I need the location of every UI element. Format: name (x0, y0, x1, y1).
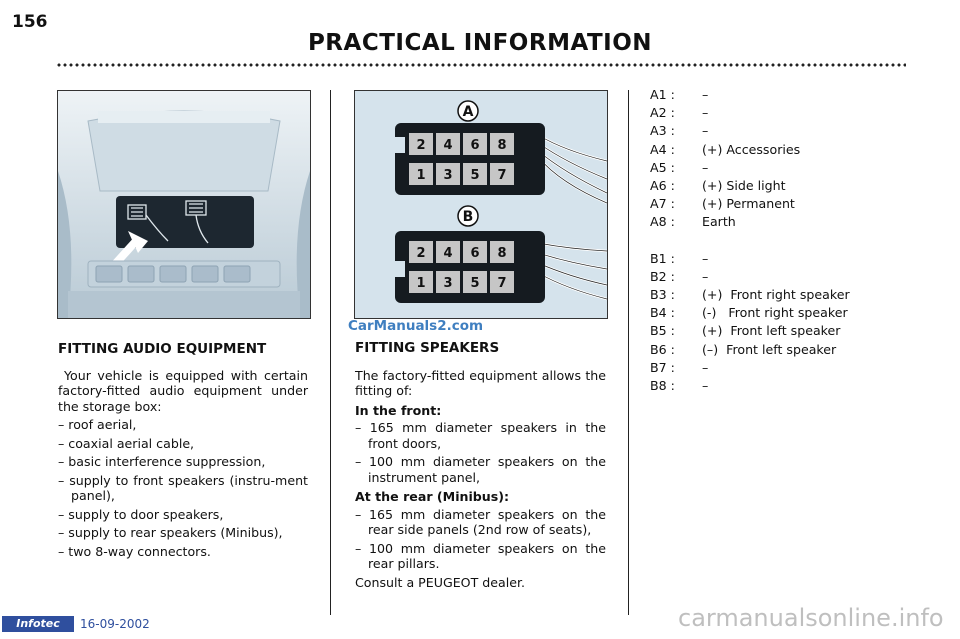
pin-row-b2: B2 :– (650, 268, 709, 284)
pin-row-a5: A5 :– (650, 159, 709, 175)
footer-date: 16-09-2002 (80, 617, 150, 631)
watermark-link[interactable]: CarManuals2.com (348, 318, 484, 334)
pin-row-b4: B4 :(-) Front right speaker (650, 305, 848, 321)
pin-row-a2: A2 :– (650, 105, 709, 121)
list-item: – roof aerial, (58, 417, 137, 432)
list-item: – supply to door speakers, (58, 506, 224, 522)
page-title: PRACTICAL INFORMATION (307, 30, 653, 56)
pin-assignment-list: A1 :– A2 :– A3 :– A4 :(+) Accessories A5… (650, 86, 950, 395)
rear-heading: At the rear (Minibus): (355, 489, 510, 504)
list-item: – supply to front speakers (instru-ment … (58, 472, 308, 504)
pin-label: 3 (443, 276, 452, 291)
speakers-intro: The factory-fitted equipment allows the … (355, 367, 606, 399)
list-item: – 100 mm diameter speakers on the instru… (355, 454, 606, 485)
pin-row-b5: B5 :(+) Front left speaker (650, 323, 841, 339)
pin-label: 8 (497, 246, 506, 261)
column-divider-right (628, 90, 629, 615)
pin-label: 6 (470, 246, 479, 261)
pin-label: 8 (497, 138, 506, 153)
infotec-logo: Infotec (2, 616, 74, 632)
connector-a-label: A (463, 104, 474, 120)
pin-label: 3 (443, 168, 452, 183)
audio-section: FITTING AUDIO EQUIPMENT Your vehicle is … (58, 341, 308, 562)
pin-row-a7: A7 :(+) Permanent (650, 196, 795, 212)
pin-label: 2 (416, 246, 425, 261)
pin-row-a8: A8 :Earth (650, 214, 736, 230)
pin-label: 6 (470, 138, 479, 153)
connector-b-label: B (463, 209, 474, 225)
audio-intro: Your vehicle is equipped with certain fa… (58, 367, 308, 414)
storage-box-photo (57, 90, 311, 319)
pin-gap (650, 232, 950, 250)
pin-label: 7 (497, 276, 506, 291)
pin-row-b8: B8 :– (650, 378, 709, 393)
front-heading: In the front: (355, 402, 442, 418)
pin-row-a4: A4 :(+) Accessories (650, 141, 801, 157)
list-item: – 100 mm diameter speakers on the rear p… (355, 540, 606, 572)
pin-label: 5 (470, 168, 479, 183)
footer-site-watermark[interactable]: carmanualsonline.info (678, 604, 944, 632)
page-number: 156 (12, 12, 48, 32)
pin-label: 5 (470, 276, 479, 291)
connector-a: A 2 4 6 8 1 3 5 7 (395, 100, 608, 205)
audio-heading: FITTING AUDIO EQUIPMENT (58, 341, 267, 357)
pin-row-a1: A1 :– (650, 87, 709, 102)
closing-note: Consult a PEUGEOT dealer. (355, 574, 526, 590)
pin-row-b3: B3 :(+) Front right speaker (650, 287, 850, 303)
pin-row-b1: B1 :– (650, 250, 709, 266)
pin-label: 1 (416, 168, 425, 183)
list-item: – 165 mm diameter speakers in the front … (355, 420, 606, 451)
speakers-heading: FITTING SPEAKERS (355, 340, 500, 356)
list-item: – 165 mm diameter speakers on the rear s… (355, 506, 606, 538)
speakers-section: FITTING SPEAKERS The factory-fitted equi… (355, 340, 606, 590)
pin-label: 2 (416, 138, 425, 153)
pin-row-b6: B6 :(–) Front left speaker (650, 341, 837, 357)
pin-label: 4 (443, 138, 452, 153)
pin-row-a3: A3 :– (650, 123, 709, 139)
pin-label: 1 (416, 276, 425, 291)
list-item: – two 8-way connectors. (58, 543, 211, 559)
list-item: – coaxial aerial cable, (58, 435, 195, 451)
pin-label: 7 (497, 168, 506, 183)
column-divider-left (330, 90, 331, 615)
connector-b: B 2 4 6 8 1 3 5 7 (395, 205, 608, 303)
pin-row-b7: B7 :– (650, 359, 709, 375)
list-item: – supply to rear speakers (Minibus), (58, 525, 283, 540)
list-item: – basic interference suppression, (58, 454, 266, 469)
dotted-divider (56, 62, 906, 68)
pin-row-a6: A6 :(+) Side light (650, 177, 786, 193)
pin-label: 4 (443, 246, 452, 261)
connector-diagram: A 2 4 6 8 1 3 5 7 B (354, 90, 608, 319)
